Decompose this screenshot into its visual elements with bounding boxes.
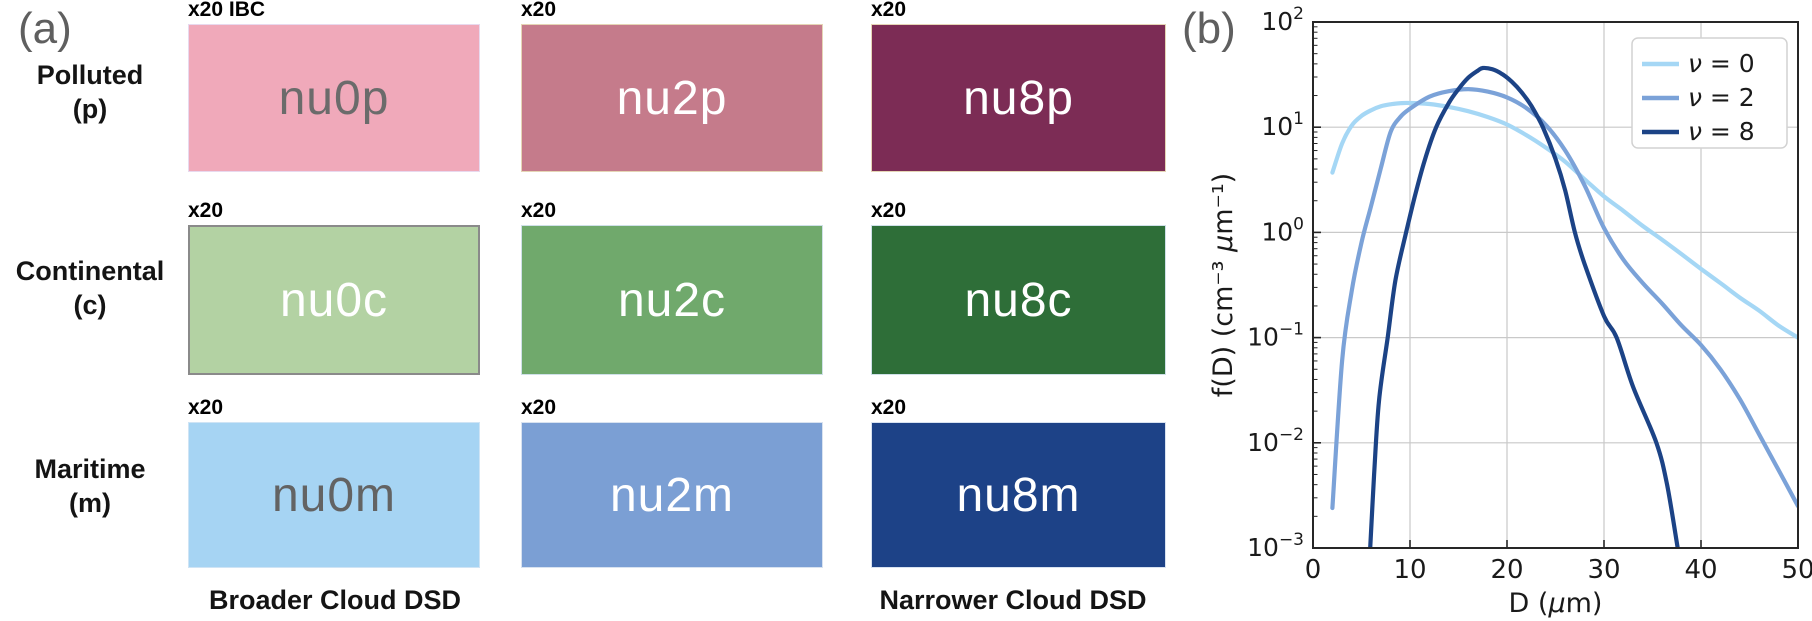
dsd-box-nu0m: nu0m — [188, 422, 480, 568]
series-line-1 — [1330, 87, 1798, 511]
boxwrap-nu2m: x20 nu2m — [521, 396, 823, 568]
box-label: nu0c — [279, 273, 389, 327]
svg-text:20: 20 — [1490, 555, 1523, 585]
dsd-box-nu8m: nu8m — [871, 422, 1166, 568]
row-name: Maritime — [34, 454, 146, 484]
multiplier-label: x20 — [188, 396, 224, 419]
multiplier-label: x20 — [871, 199, 907, 222]
svg-text:40: 40 — [1684, 555, 1717, 585]
boxwrap-nu0c: x20 nu0c — [188, 199, 480, 375]
series-line-2 — [1368, 65, 1680, 548]
multiplier-label: x20 — [188, 199, 224, 222]
caption-broader-dsd: Broader Cloud DSD — [208, 585, 462, 615]
svg-text:30: 30 — [1587, 555, 1620, 585]
legend-label-1: ν = 2 — [1688, 83, 1755, 112]
tick-labels: 0 10 20 30 40 50 10−3 10−2 10−1 100 101 102 — [1247, 4, 1812, 585]
axes — [1312, 21, 1799, 549]
boxwrap-nu8m: x20 nu8m — [871, 396, 1166, 568]
dsd-box-nu8c: nu8c — [871, 225, 1166, 375]
row-abbr: (m) — [69, 488, 111, 518]
dsd-box-nu0p: nu0p — [188, 24, 480, 172]
multiplier-label: x20 IBC — [188, 0, 266, 21]
row-abbr: (c) — [73, 290, 107, 320]
boxwrap-nu0m: x20 nu0m — [188, 396, 480, 568]
dsd-box-nu2p: nu2p — [521, 24, 823, 172]
svg-text:10: 10 — [1393, 555, 1426, 585]
dsd-box-nu2c: nu2c — [521, 225, 823, 375]
legend-label-0: ν = 0 — [1688, 49, 1755, 78]
box-label: nu2m — [609, 468, 735, 522]
box-label: nu2c — [617, 273, 727, 327]
box-label: nu0p — [278, 71, 390, 125]
row-label-polluted: Polluted (p) — [0, 58, 180, 126]
caption-narrower-dsd: Narrower Cloud DSD — [879, 585, 1147, 615]
panel-b-label: (b) — [1182, 4, 1236, 53]
svg-text:102: 102 — [1261, 4, 1304, 36]
dsd-box-nu0c: nu0c — [188, 225, 480, 375]
multiplier-label: x20 — [871, 396, 907, 419]
row-label-maritime: Maritime (m) — [0, 452, 180, 520]
multiplier-label: x20 — [521, 0, 557, 21]
multiplier-label: x20 — [521, 199, 557, 222]
boxwrap-nu2p: x20 nu2p — [521, 0, 823, 172]
dsd-chart: 0 10 20 30 40 50 10−3 10−2 10−1 100 101 102 D (μm) f(… — [1208, 4, 1812, 619]
row-name: Polluted — [36, 60, 144, 90]
dsd-box-nu8p: nu8p — [871, 24, 1166, 172]
row-name: Continental — [15, 256, 165, 286]
svg-text:101: 101 — [1261, 109, 1304, 141]
y-axis-label: f(D) (cm⁻³ μm⁻¹) — [1208, 173, 1239, 397]
row-abbr: (p) — [72, 94, 108, 124]
boxwrap-nu8p: x20 nu8p — [871, 0, 1166, 172]
legend-label-2: ν = 8 — [1688, 117, 1755, 146]
svg-text:50: 50 — [1781, 555, 1812, 585]
boxwrap-nu0p: x20 IBC nu0p — [188, 0, 480, 172]
series-lines — [1330, 65, 1798, 548]
legend: ν = 0 ν = 2 ν = 8 — [1631, 37, 1788, 149]
row-label-continental: Continental (c) — [0, 254, 180, 322]
svg-text:0: 0 — [1305, 555, 1322, 585]
boxwrap-nu8c: x20 nu8c — [871, 199, 1166, 375]
box-label: nu8c — [964, 273, 1073, 327]
multiplier-label: x20 — [521, 396, 557, 419]
box-label: nu8m — [956, 468, 1081, 522]
svg-text:10−1: 10−1 — [1247, 320, 1304, 352]
dsd-box-nu2m: nu2m — [521, 422, 823, 568]
multiplier-label: x20 — [871, 0, 907, 21]
panel-a-label: (a) — [18, 4, 72, 53]
boxwrap-nu2c: x20 nu2c — [521, 199, 823, 375]
box-label: nu0m — [271, 468, 397, 522]
box-label: nu2p — [616, 71, 728, 125]
x-axis-label: D (μm) — [1509, 588, 1603, 619]
svg-text:10−2: 10−2 — [1247, 425, 1304, 457]
box-label: nu8p — [963, 71, 1074, 125]
svg-text:100: 100 — [1261, 214, 1304, 246]
series-line-0 — [1330, 100, 1798, 340]
svg-text:10−3: 10−3 — [1247, 530, 1304, 562]
